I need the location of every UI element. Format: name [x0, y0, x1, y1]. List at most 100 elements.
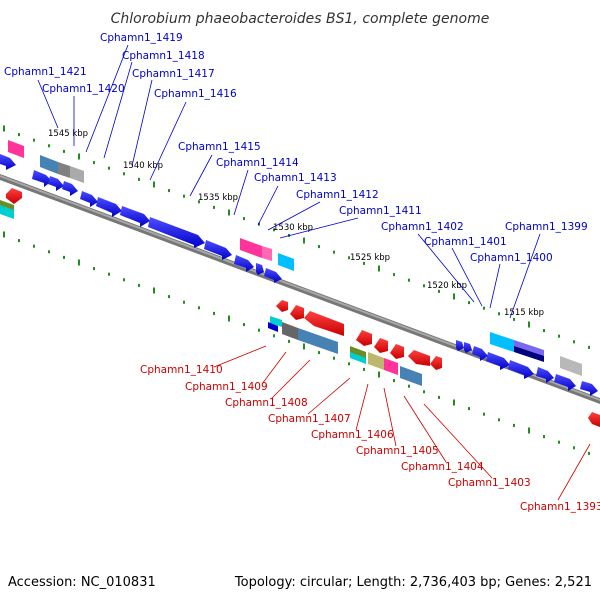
rna-feature[interactable] [514, 346, 544, 362]
tick-mark [318, 245, 320, 249]
gene-label[interactable]: Cphamn1_1416 [154, 88, 237, 100]
gene-label[interactable]: Cphamn1_1404 [401, 461, 484, 473]
gene-arrow-top[interactable] [472, 346, 488, 361]
gene-label[interactable]: Cphamn1_1400 [470, 252, 553, 264]
gene-label[interactable]: Cphamn1_1399 [505, 221, 588, 233]
gene-arrow-top[interactable] [554, 374, 576, 391]
tick-mark [258, 328, 260, 332]
rna-feature[interactable] [268, 322, 278, 332]
kbp-tick-label: 1535 kbp [198, 193, 238, 203]
rna-feature[interactable] [400, 366, 422, 386]
tick-mark [78, 259, 80, 266]
gene-arrow-top[interactable] [256, 263, 264, 275]
gene-label[interactable]: Cphamn1_1407 [268, 413, 351, 425]
gene-arrow-top[interactable] [62, 181, 78, 196]
rna-feature[interactable] [282, 322, 298, 340]
tick-mark [453, 399, 455, 406]
gene-arrow-top[interactable] [48, 176, 64, 191]
gene-label[interactable]: Cphamn1_1417 [132, 68, 215, 80]
gene-arrow-top[interactable] [148, 217, 205, 248]
tick-mark [408, 384, 410, 388]
gene-arrow-top[interactable] [204, 240, 232, 260]
rna-feature[interactable] [270, 316, 282, 327]
rna-feature[interactable] [298, 328, 338, 354]
tick-mark [63, 255, 65, 259]
gene-label[interactable]: Cphamn1_1406 [311, 429, 394, 441]
gene-arrow-bottom[interactable] [408, 350, 430, 366]
tick-mark [48, 144, 50, 148]
gene-label[interactable]: Cphamn1_1411 [339, 205, 422, 217]
tick-mark [393, 273, 395, 277]
gene-label[interactable]: Cphamn1_1415 [178, 141, 261, 153]
gene-label[interactable]: Cphamn1_1413 [254, 172, 337, 184]
rna-feature[interactable] [490, 332, 514, 352]
gene-arrow-bottom[interactable] [430, 356, 442, 370]
gene-arrow-bottom[interactable] [588, 412, 600, 427]
gene-arrow-bottom[interactable] [276, 300, 288, 312]
gene-label[interactable]: Cphamn1_1408 [225, 397, 308, 409]
rna-feature[interactable] [262, 246, 272, 261]
gene-label[interactable]: Cphamn1_1402 [381, 221, 464, 233]
gene-arrow-bottom[interactable] [290, 305, 304, 320]
tick-mark [243, 217, 245, 221]
gene-arrow-top[interactable] [264, 268, 282, 283]
tick-mark [588, 451, 590, 455]
gene-arrow-top[interactable] [80, 191, 98, 207]
rna-feature[interactable] [350, 352, 366, 364]
rna-feature[interactable] [240, 238, 262, 258]
gene-arrow-bottom[interactable] [304, 311, 344, 336]
gene-label[interactable]: Cphamn1_1419 [100, 32, 183, 44]
gene-arrow-top[interactable] [464, 342, 472, 353]
rna-feature[interactable] [58, 162, 70, 178]
gene-arrow-bottom[interactable] [6, 188, 22, 204]
gene-arrow-bottom[interactable] [390, 344, 404, 359]
rna-feature[interactable] [560, 356, 582, 376]
rna-feature[interactable] [70, 166, 84, 183]
gene-label[interactable]: Cphamn1_1405 [356, 445, 439, 457]
tick-mark [168, 295, 170, 299]
gene-label[interactable]: Cphamn1_1418 [122, 50, 205, 62]
gene-arrow-top[interactable] [456, 340, 464, 351]
tick-mark [258, 222, 260, 226]
gene-arrow-bottom[interactable] [374, 338, 388, 353]
gene-arrow-bottom[interactable] [356, 330, 372, 346]
gene-label[interactable]: Cphamn1_1420 [42, 83, 125, 95]
kbp-tick-label: 1515 kbp [504, 308, 544, 318]
gene-arrow-top[interactable] [32, 170, 52, 187]
gene-arrow-top[interactable] [96, 197, 122, 217]
rna-feature[interactable] [8, 140, 24, 158]
gene-label[interactable]: Cphamn1_1414 [216, 157, 299, 169]
gene-arrow-top[interactable] [486, 352, 510, 370]
rna-feature[interactable] [368, 352, 384, 370]
tick-mark [138, 177, 140, 181]
tick-mark [468, 301, 470, 305]
tick-mark [483, 306, 485, 310]
tick-mark [513, 423, 515, 427]
tick-mark [408, 278, 410, 282]
gene-label[interactable]: Cphamn1_1393 [520, 501, 600, 513]
rna-feature[interactable] [384, 358, 398, 375]
gene-arrow-top[interactable] [580, 381, 598, 396]
gene-label[interactable]: Cphamn1_1401 [424, 236, 507, 248]
gene-label[interactable]: Cphamn1_1412 [296, 189, 379, 201]
gene-label[interactable]: Cphamn1_1421 [4, 66, 87, 78]
gene-label[interactable]: Cphamn1_1410 [140, 364, 223, 376]
gene-arrow-top[interactable] [0, 154, 16, 170]
rna-feature[interactable] [40, 155, 58, 174]
gene-arrow-top[interactable] [536, 367, 554, 383]
kbp-tick-label: 1525 kbp [350, 253, 390, 263]
rna-feature[interactable] [278, 253, 294, 271]
tick-mark [513, 317, 515, 321]
gene-label[interactable]: Cphamn1_1403 [448, 477, 531, 489]
gene-arrow-top[interactable] [508, 360, 534, 379]
kbp-ticks: 1545 kbp 1540 kbp 1535 kbp 1530 kbp 1525… [48, 129, 544, 318]
gene-arrow-top[interactable] [234, 255, 254, 272]
rna-feature[interactable] [0, 200, 14, 210]
kbp-tick-label: 1530 kbp [273, 223, 313, 233]
top-leader-lines [37, 44, 541, 319]
gene-label[interactable]: Cphamn1_1409 [185, 381, 268, 393]
gene-arrow-top[interactable] [120, 206, 150, 227]
tick-mark [18, 239, 20, 243]
tick-mark [33, 138, 35, 142]
